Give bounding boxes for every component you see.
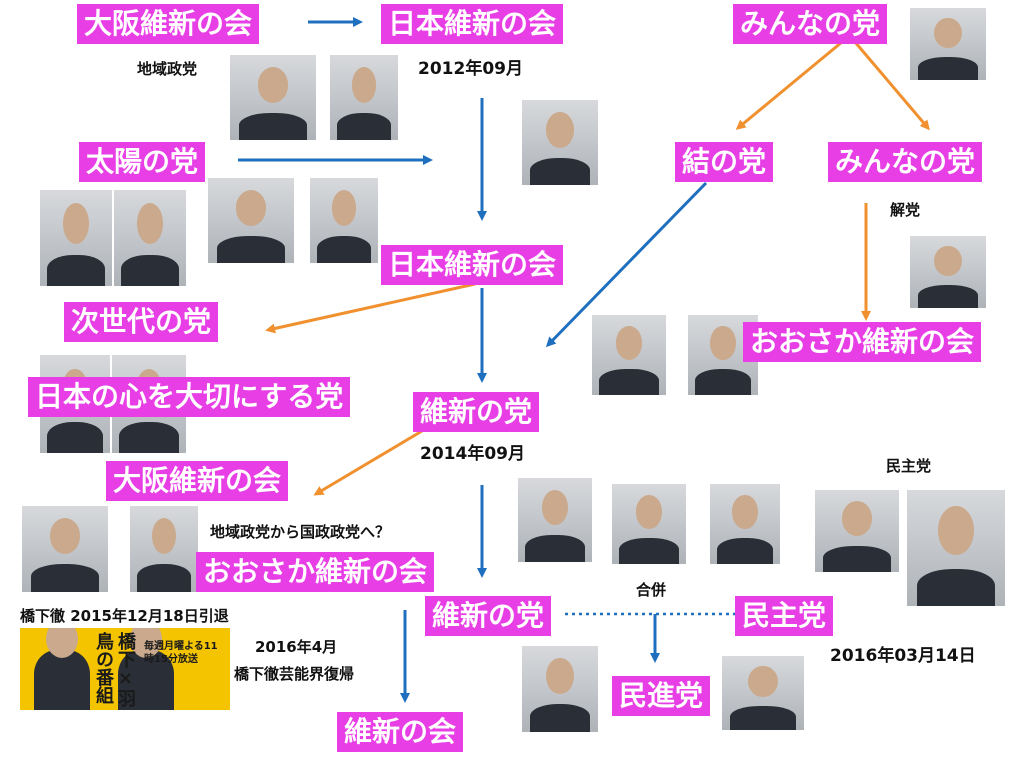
photo-hiranuma-1 bbox=[114, 190, 186, 286]
arrow-minna-to-minna bbox=[853, 41, 930, 131]
note-date-2012: 2012年09月 bbox=[418, 59, 523, 79]
label-osaka-ishin-top: 大阪維新の会 bbox=[77, 4, 260, 44]
photo-hashimoto-1 bbox=[230, 55, 316, 140]
label-kokoro: 日本の心を大切にする党 bbox=[28, 377, 351, 417]
photo-eda-1 bbox=[592, 315, 666, 395]
note-chiiki-to-kokusei: 地域政党から国政政党へ？ bbox=[210, 523, 391, 541]
label-nihon-ishin-top: 日本維新の会 bbox=[381, 4, 564, 44]
banner-face-hashimoto bbox=[34, 628, 90, 710]
label-oosaka-ishin-right: おおさか維新の会 bbox=[743, 322, 982, 362]
photo-hashimoto-3 bbox=[22, 506, 108, 592]
label-ishin-mid: 維新の党 bbox=[413, 392, 540, 432]
note-kaito: 解党 bbox=[890, 201, 921, 219]
note-minshu-small: 民主党 bbox=[886, 457, 932, 475]
note-geinou: 橋下徹芸能界復帰 bbox=[234, 665, 355, 683]
photo-watanabe-1 bbox=[910, 8, 986, 80]
photo-okada-2 bbox=[722, 656, 804, 730]
label-ishin-kai: 維新の会 bbox=[337, 712, 464, 752]
photo-matsuno-2 bbox=[710, 484, 780, 564]
photo-hashimoto-2 bbox=[208, 178, 294, 263]
label-minna-top: みんなの党 bbox=[733, 4, 888, 44]
photo-matsui-1 bbox=[330, 55, 398, 140]
tv-program-banner: 橋下×羽鳥の番組 毎週月曜よる11時15分放送 bbox=[20, 628, 230, 710]
photo-eda-2 bbox=[612, 484, 686, 564]
note-gappei: 合併 bbox=[636, 581, 667, 599]
note-date-2016-4: 2016年4月 bbox=[255, 638, 338, 656]
photo-egawa-1 bbox=[522, 100, 598, 185]
label-osaka-ishin-mid: 大阪維新の会 bbox=[106, 461, 289, 501]
arrow-nihon-to-jisedai bbox=[265, 282, 476, 334]
arrow-minna-to-yui bbox=[735, 40, 843, 130]
label-ishin-low: 維新の党 bbox=[425, 596, 552, 636]
label-minshu: 民主党 bbox=[735, 596, 834, 636]
label-oosaka-ishin-low: おおさか維新の会 bbox=[196, 552, 435, 592]
photo-matsui-3 bbox=[130, 506, 198, 592]
photo-egawa-3 bbox=[522, 646, 598, 732]
note-chiiki: 地域政党 bbox=[137, 60, 198, 78]
label-minshin: 民進党 bbox=[612, 676, 711, 716]
photo-hosono-1 bbox=[907, 490, 1005, 606]
arrow-yui-to-ishin bbox=[545, 181, 708, 348]
note-date-2016-3: 2016年03月14日 bbox=[830, 646, 976, 666]
photo-okada-1 bbox=[815, 490, 899, 572]
label-yui: 結の党 bbox=[675, 142, 774, 182]
note-hashimoto-retire: 橋下徹 2015年12月18日引退 bbox=[20, 607, 229, 625]
photo-watanabe-2 bbox=[910, 236, 986, 308]
note-date-2014: 2014年09月 bbox=[420, 444, 525, 464]
photo-matsui-2 bbox=[310, 178, 378, 263]
banner-title: 橋下×羽鳥の番組 bbox=[93, 632, 136, 707]
label-jisedai: 次世代の党 bbox=[64, 302, 219, 342]
label-taiyo: 太陽の党 bbox=[79, 142, 206, 182]
banner-face-hatori bbox=[118, 628, 174, 710]
label-minna-mid: みんなの党 bbox=[828, 142, 983, 182]
photo-egawa-2 bbox=[518, 478, 592, 562]
banner-subtitle: 毎週月曜よる11時15分放送 bbox=[144, 641, 218, 665]
arrow-ishin-to-osaka bbox=[313, 426, 428, 496]
photo-ishihara-1 bbox=[40, 190, 112, 286]
label-nihon-ishin-mid: 日本維新の会 bbox=[381, 245, 564, 285]
